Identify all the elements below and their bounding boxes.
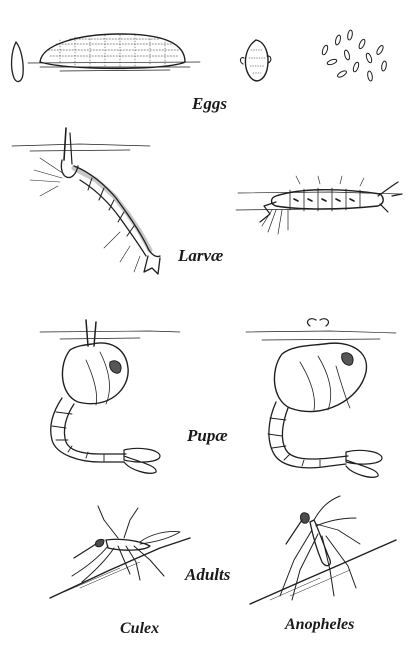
culex-pupa-drawing: [40, 320, 180, 473]
adults-label: Adults: [185, 565, 230, 585]
pupae-row: [40, 319, 396, 478]
eggs-label: Eggs: [192, 94, 227, 114]
larvae-label: Larvæ: [178, 246, 223, 266]
scattered-eggs-drawing: [321, 30, 387, 82]
adults-row: [50, 496, 396, 604]
anopheles-pupa-drawing: [246, 319, 396, 478]
eggs-row: [12, 30, 388, 82]
anopheles-label: Anopheles: [285, 616, 354, 634]
pupae-label: Pupæ: [187, 426, 228, 446]
anopheles-larva-drawing: [236, 176, 402, 234]
culex-label: Culex: [120, 620, 159, 638]
culex-larva-drawing: [12, 128, 160, 274]
single-egg-drawing: [12, 42, 24, 81]
egg-raft-drawing: [28, 34, 200, 71]
culex-adult-drawing: [50, 506, 190, 598]
anopheles-adult-drawing: [250, 496, 396, 604]
egg-detail-drawing: [240, 40, 270, 81]
